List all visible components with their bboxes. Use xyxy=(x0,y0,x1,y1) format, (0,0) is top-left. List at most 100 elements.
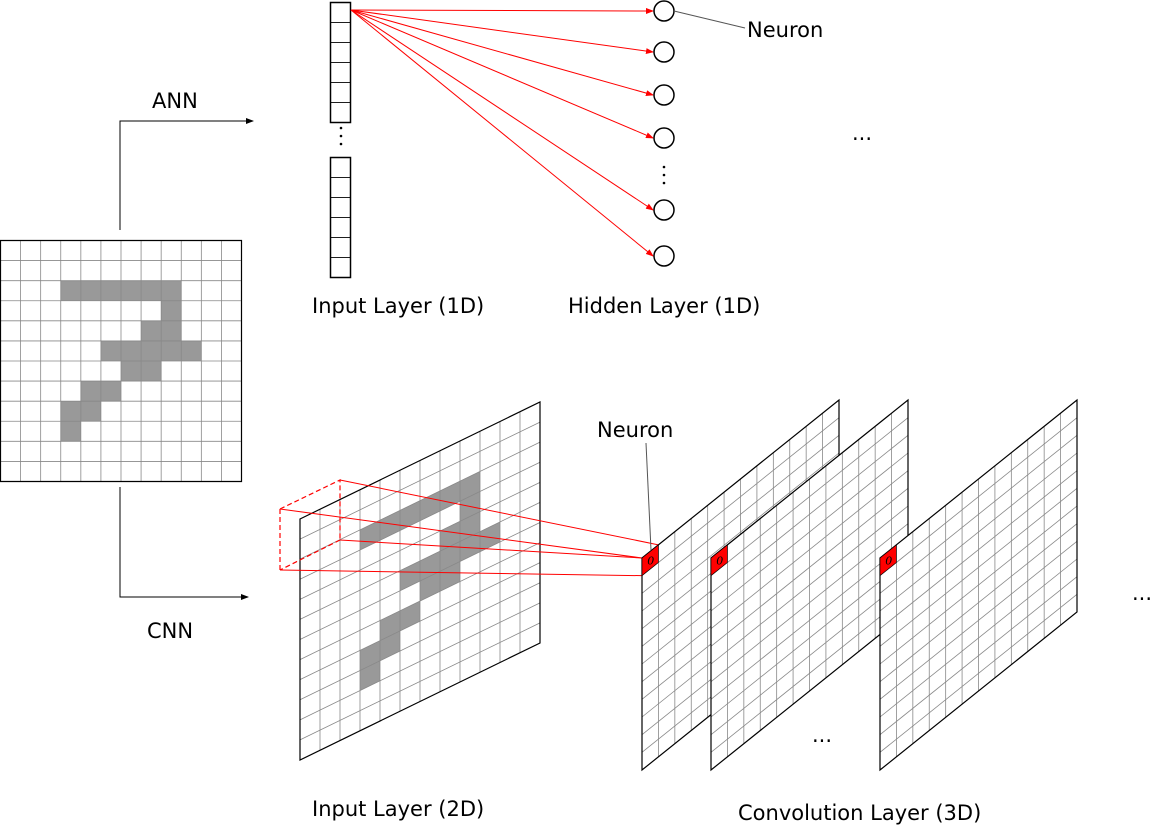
connection-arrow xyxy=(350,9,654,139)
connection-arrow xyxy=(350,9,654,96)
connection-arrow xyxy=(350,9,654,257)
input-plane-border xyxy=(299,401,541,761)
neuron-value: 0 xyxy=(647,554,654,567)
grid-line xyxy=(879,417,1078,576)
grid-line xyxy=(299,622,541,741)
grid-line xyxy=(710,505,909,665)
pixel-cell xyxy=(60,401,81,422)
neuron xyxy=(653,127,675,149)
input-block-border xyxy=(329,1,352,124)
input-layer-1d xyxy=(329,1,352,279)
feature-map: 0 xyxy=(879,398,1078,772)
grid-line xyxy=(299,481,541,600)
ann-branch-arrow xyxy=(119,118,254,230)
pixel-cell xyxy=(121,361,142,382)
input-cell xyxy=(330,82,351,103)
hidden-ellipsis: ... xyxy=(852,121,872,145)
grid-line xyxy=(879,523,1078,682)
input-cell xyxy=(330,2,351,23)
grid-line xyxy=(299,582,541,701)
vertical-ellipsis-dot xyxy=(339,126,343,130)
grid-line xyxy=(710,558,909,718)
grid-line xyxy=(710,470,909,629)
pixel-cell xyxy=(100,280,121,301)
pixel-cell xyxy=(60,421,81,442)
neuron-cell xyxy=(879,544,897,577)
grid-line xyxy=(879,470,1078,629)
pixel-cell xyxy=(100,381,121,402)
grid-line xyxy=(641,417,840,576)
neuron-value: 0 xyxy=(716,554,723,567)
grid-line xyxy=(710,452,909,612)
pixel-cell xyxy=(161,320,182,341)
source-digit-image xyxy=(0,239,243,483)
input-cell xyxy=(330,42,351,63)
grid-line xyxy=(879,558,1078,718)
pixel-cell xyxy=(80,280,101,301)
grid-line xyxy=(879,594,1078,753)
projection-line xyxy=(339,539,643,559)
ann-connections xyxy=(350,7,654,257)
grid-line xyxy=(710,417,909,576)
feature-map-border xyxy=(879,398,1078,772)
neuron-value: 0 xyxy=(885,554,892,567)
neuron-cell xyxy=(641,544,659,577)
input-block-border xyxy=(329,156,352,279)
grid-line xyxy=(641,452,840,612)
projection-line xyxy=(339,479,659,546)
convolution-layer-3d: 0 0 0 xyxy=(641,398,1078,772)
connection-arrow xyxy=(350,7,654,14)
hidden-layer-1d xyxy=(653,0,675,267)
input-layer-2d xyxy=(299,401,541,761)
neuron-pointer-line xyxy=(673,10,746,29)
input-cell xyxy=(330,157,351,178)
neuron-label-ann: Neuron xyxy=(747,18,823,42)
pixel-cell xyxy=(181,340,202,361)
neuron-cell xyxy=(710,544,728,577)
cnn-label: CNN xyxy=(147,619,193,643)
grid-line xyxy=(641,435,840,594)
grid-line xyxy=(879,576,1078,735)
grid-line xyxy=(879,488,1078,647)
grid-line xyxy=(710,523,909,682)
pixel-cell xyxy=(80,401,101,422)
feature-map: 0 xyxy=(710,398,909,772)
vertical-ellipsis-dot xyxy=(662,181,666,185)
pixel-cell xyxy=(141,320,162,341)
pixel-cell xyxy=(121,280,142,301)
grid-line xyxy=(710,435,909,594)
input-cell xyxy=(330,257,351,278)
feature-maps-ellipsis: ... xyxy=(812,723,832,747)
projection-line xyxy=(279,569,643,577)
neuron xyxy=(653,41,675,63)
connection-arrow xyxy=(350,9,654,211)
vertical-ellipsis-dot xyxy=(339,134,343,138)
neuron-label-cnn: Neuron xyxy=(597,418,673,442)
grid-line xyxy=(299,461,541,580)
input-cell xyxy=(330,217,351,238)
grid-line xyxy=(299,602,541,721)
receptive-field xyxy=(279,479,659,577)
grid-line xyxy=(299,562,541,681)
input-cell xyxy=(330,197,351,218)
input-cell xyxy=(330,237,351,258)
grid-line xyxy=(879,452,1078,612)
projection-line xyxy=(279,508,643,559)
neuron xyxy=(653,245,675,267)
input-layer-1d-label: Input Layer (1D) xyxy=(312,294,484,318)
grid-line xyxy=(710,541,909,700)
input-cell xyxy=(330,177,351,198)
input-cell xyxy=(330,102,351,123)
grid-line xyxy=(879,541,1078,700)
layers-ellipsis: ... xyxy=(1132,581,1152,605)
pixel-cell xyxy=(121,340,142,361)
grid-line xyxy=(299,542,541,660)
pixel-cell xyxy=(161,280,182,301)
hidden-layer-1d-label: Hidden Layer (1D) xyxy=(568,294,760,318)
vertical-ellipsis-dot xyxy=(662,165,666,169)
neuron xyxy=(653,84,675,106)
pixel-cell xyxy=(141,280,162,301)
connection-arrow xyxy=(350,9,654,55)
neuron xyxy=(653,199,675,221)
